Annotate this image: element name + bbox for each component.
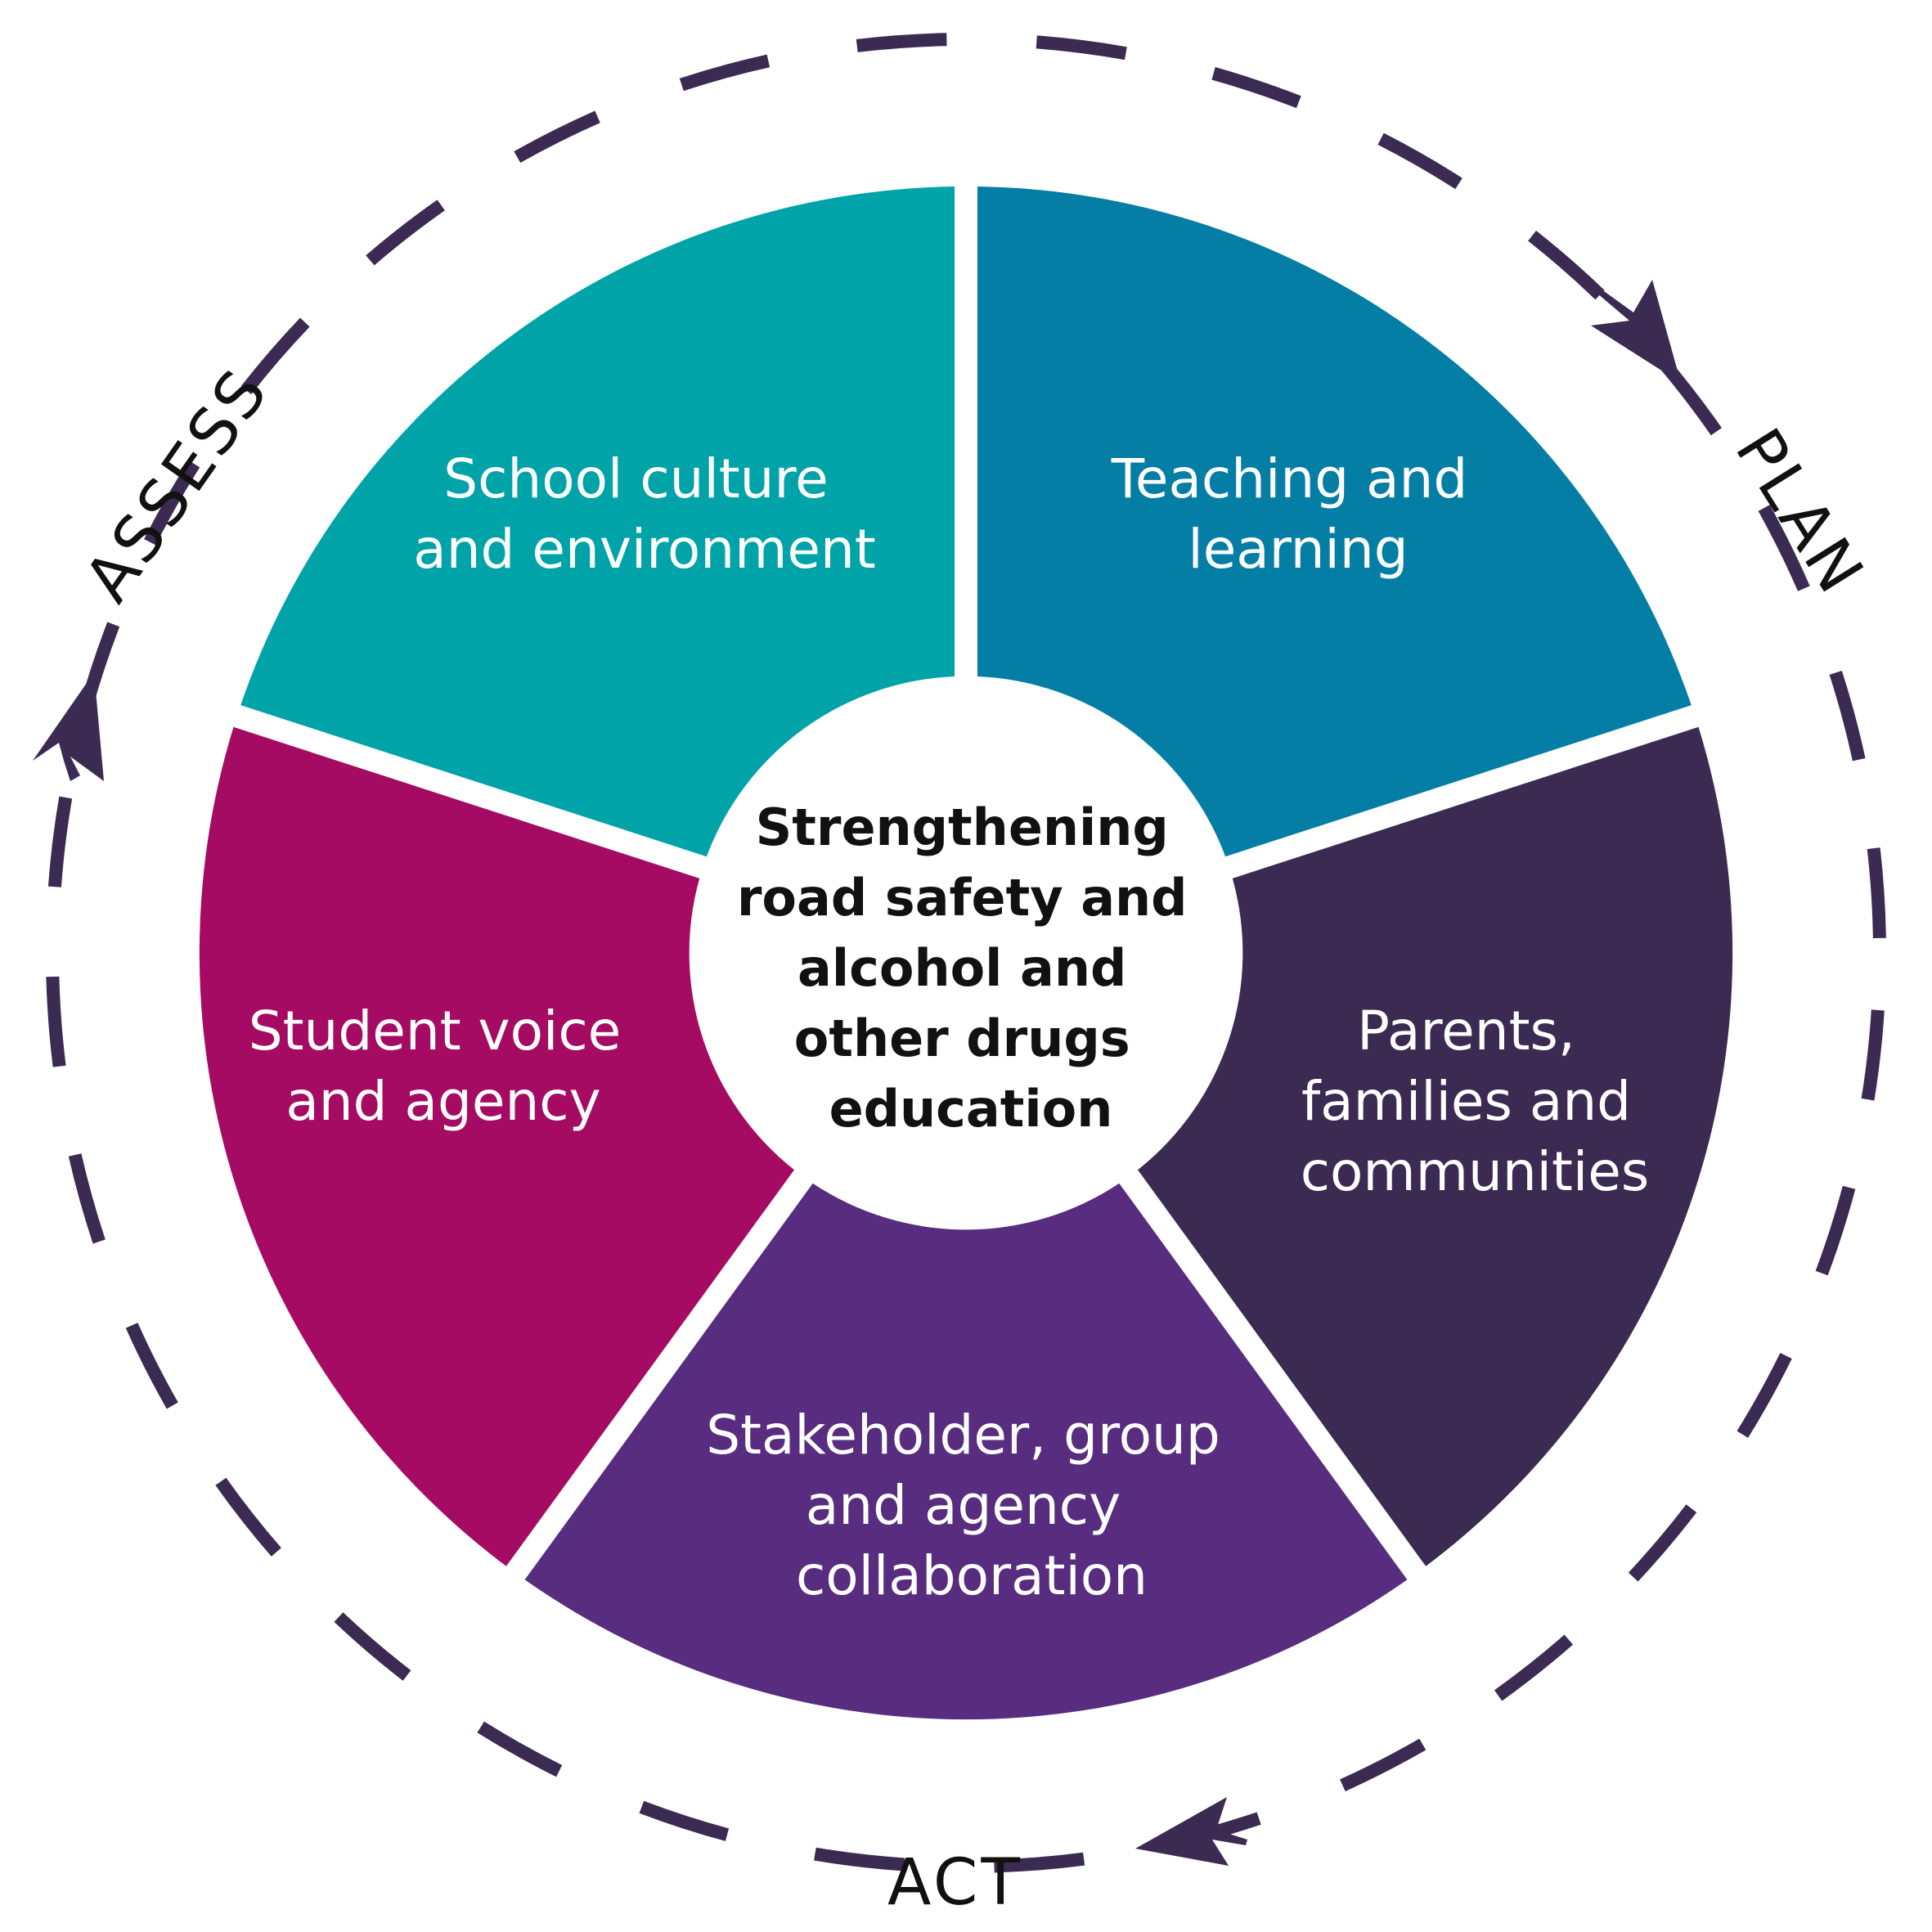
- arrow-assess-icon: [33, 672, 104, 781]
- stage-act: ACT: [887, 1846, 1023, 1920]
- stage-assess: ASSESS: [71, 355, 284, 615]
- segments: [199, 186, 1733, 1720]
- label-teaching-learning: Teaching and learning: [1111, 447, 1485, 581]
- segment-student-voice: [199, 726, 795, 1566]
- stage-plan: PLAN: [1721, 416, 1879, 608]
- segment-parents-families: [1138, 726, 1733, 1566]
- label-parents-families: Parents, families and communities: [1301, 1000, 1649, 1203]
- arrow-act-icon: [1135, 1797, 1247, 1866]
- segment-school-culture: [240, 186, 955, 857]
- arrow-plan-icon: [1591, 280, 1681, 383]
- segment-stakeholder: [524, 1183, 1408, 1720]
- segment-teaching-learning: [977, 186, 1692, 857]
- label-stakeholder: Stakeholder, group and agency collaborat…: [706, 1404, 1238, 1607]
- label-school-culture: School culture and environment: [413, 447, 875, 581]
- center-title: Strengthening road safety and alcohol an…: [737, 798, 1205, 1139]
- cycle-arrows: [33, 280, 1681, 1866]
- label-student-voice: Student voice and agency: [249, 1000, 638, 1133]
